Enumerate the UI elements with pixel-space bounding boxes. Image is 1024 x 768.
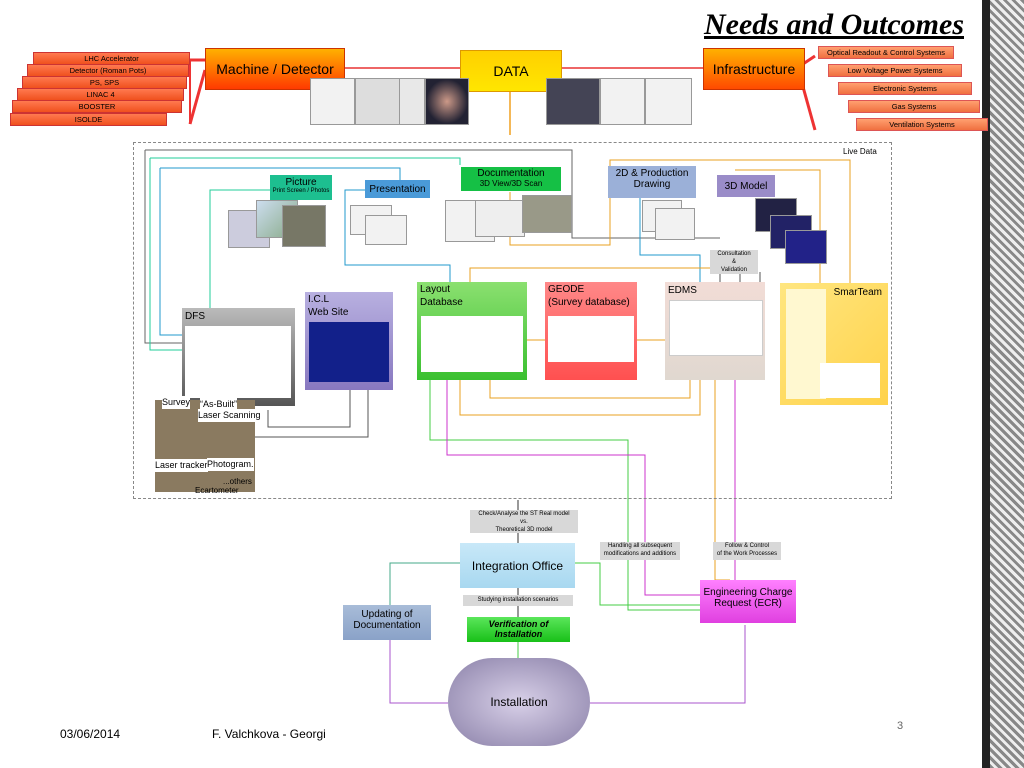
dfs-box: DFS bbox=[182, 308, 295, 406]
schematic-thumbnail bbox=[645, 78, 692, 125]
follow-line1: Follow & Control bbox=[724, 543, 769, 549]
icl-line1: I.C.L bbox=[308, 294, 330, 305]
ecartometer-label: Ecartometer bbox=[195, 486, 239, 495]
ecr-line2: Request (ECR) bbox=[714, 598, 782, 609]
machine-detector-box: Machine / Detector bbox=[205, 48, 345, 90]
photogram-label: Photogram. bbox=[207, 458, 254, 471]
others-label: ...others bbox=[223, 477, 252, 486]
document-thumbnail bbox=[475, 200, 525, 237]
icl-line2: Web Site bbox=[308, 307, 349, 318]
right-border-stripes bbox=[990, 0, 1024, 768]
installation-label: Installation bbox=[490, 695, 548, 709]
updating-documentation-box: Updating of Documentation bbox=[343, 605, 431, 640]
laser-tracker-label: Laser tracker bbox=[155, 459, 208, 472]
follow-line2: of the Work Processes bbox=[716, 551, 778, 557]
handling-modifications-box: Handling all subsequent modifications an… bbox=[600, 542, 680, 560]
layout-line1: Layout bbox=[420, 284, 451, 295]
3d-model-box: 3D Model bbox=[717, 175, 775, 197]
picture-title: Picture bbox=[285, 177, 317, 188]
3d-part-thumbnail bbox=[425, 78, 469, 125]
connector-lines bbox=[144, 54, 851, 704]
3d-model-thumbnail bbox=[785, 230, 827, 264]
as-built-label: “As-Built” bbox=[200, 398, 238, 411]
presentation-box: Presentation bbox=[365, 180, 430, 198]
dfs-screenshot bbox=[185, 326, 291, 398]
layout-screenshot bbox=[421, 316, 523, 372]
part-thumbnail bbox=[399, 78, 425, 125]
edms-box: EDMS bbox=[665, 282, 765, 380]
ecr-line1: Engineering Charge bbox=[703, 587, 793, 598]
infrastructure-box: Infrastructure bbox=[703, 48, 805, 90]
integration-office-box: Integration Office bbox=[460, 543, 575, 588]
drawing-thumbnail bbox=[310, 78, 355, 125]
drawing-line2: Drawing bbox=[633, 179, 671, 190]
list-item-ventilation-systems: Ventilation Systems bbox=[856, 118, 988, 131]
data-box: DATA bbox=[460, 50, 562, 92]
smarteam-box: SmarTeam bbox=[780, 283, 888, 405]
3d-piping-thumbnail bbox=[546, 78, 600, 125]
updating-line1: Updating of bbox=[361, 609, 413, 620]
schematic-thumbnail bbox=[600, 78, 645, 125]
verification-line1: Verification of bbox=[488, 619, 549, 629]
smarteam-title: SmarTeam bbox=[833, 287, 882, 298]
scan-thumbnail bbox=[522, 195, 572, 233]
dfs-title: DFS bbox=[185, 311, 205, 322]
right-border-dark bbox=[982, 0, 990, 768]
studying-scenarios-box: Studying installation scenarios bbox=[463, 595, 573, 606]
page-number: 3 bbox=[897, 720, 904, 732]
smarteam-screenshot bbox=[820, 363, 880, 398]
consultation-line1: Consultation bbox=[717, 251, 751, 257]
laser-scanning-label: Laser Scanning bbox=[198, 409, 261, 422]
geode-line2: (Survey database) bbox=[548, 297, 630, 308]
page-title: Needs and Outcomes bbox=[704, 8, 964, 41]
follow-control-box: Follow & Control of the Work Processes bbox=[713, 542, 781, 560]
icl-web-site-box: I.C.L Web Site bbox=[305, 292, 393, 390]
documentation-title: Documentation bbox=[477, 168, 545, 179]
footer-author: F. Valchkova - Georgi bbox=[212, 727, 326, 741]
installation-box: Installation bbox=[448, 658, 590, 746]
list-item-optical-readout: Optical Readout & Control Systems bbox=[818, 46, 954, 59]
layout-database-box: Layout Database bbox=[417, 282, 527, 380]
ecr-box: Engineering Charge Request (ECR) bbox=[700, 580, 796, 623]
picture-subtitle: Print Screen / Photos bbox=[272, 188, 330, 194]
documentation-box: Documentation 3D View/3D Scan bbox=[461, 167, 561, 191]
consultation-line3: Validation bbox=[721, 267, 747, 273]
footer-date: 03/06/2014 bbox=[60, 727, 121, 741]
list-item-isolde: ISOLDE bbox=[10, 113, 167, 126]
survey-label: Survey bbox=[162, 396, 191, 409]
geode-box: GEODE (Survey database) bbox=[545, 282, 637, 380]
edms-screenshot bbox=[669, 300, 763, 356]
live-data-frame bbox=[133, 142, 892, 499]
edms-title: EDMS bbox=[668, 285, 697, 296]
icl-screenshot bbox=[309, 322, 389, 382]
documentation-subtitle: 3D View/3D Scan bbox=[479, 179, 543, 188]
layout-line2: Database bbox=[420, 297, 463, 308]
live-data-label: Live Data bbox=[843, 147, 877, 156]
drawing-line1: 2D & Production bbox=[615, 168, 689, 179]
consultation-line2: & bbox=[731, 259, 736, 265]
drawing-thumbnail bbox=[355, 78, 400, 125]
updating-line2: Documentation bbox=[353, 620, 421, 631]
smarteam-flowchart bbox=[786, 289, 826, 399]
consultation-validation-box: Consultation & Validation bbox=[710, 250, 758, 274]
photo-thumbnail bbox=[282, 205, 326, 247]
check-analyse-box: Check/Analyse the ST Real model vs. Theo… bbox=[470, 510, 578, 533]
verification-line2: Installation bbox=[494, 629, 543, 639]
list-item-low-voltage-power: Low Voltage Power Systems bbox=[828, 64, 962, 77]
verification-box: Verification of Installation bbox=[467, 617, 570, 642]
check-line2: vs. bbox=[520, 519, 528, 525]
check-line1: Check/Analyse the ST Real model bbox=[478, 511, 570, 517]
geode-screenshot bbox=[548, 316, 634, 362]
list-item-booster: BOOSTER bbox=[12, 100, 182, 113]
handling-line2: modifications and additions bbox=[603, 551, 677, 557]
drawing-thumbnail bbox=[655, 208, 695, 240]
check-line3: Theoretical 3D model bbox=[495, 527, 553, 533]
list-item-electronic-systems: Electronic Systems bbox=[838, 82, 972, 95]
handling-line1: Handling all subsequent bbox=[607, 543, 673, 549]
list-item-gas-systems: Gas Systems bbox=[848, 100, 980, 113]
slide-thumbnail bbox=[365, 215, 407, 245]
geode-line1: GEODE bbox=[548, 284, 585, 295]
picture-box: Picture Print Screen / Photos bbox=[270, 175, 332, 200]
2d-drawing-box: 2D & Production Drawing bbox=[608, 166, 696, 198]
